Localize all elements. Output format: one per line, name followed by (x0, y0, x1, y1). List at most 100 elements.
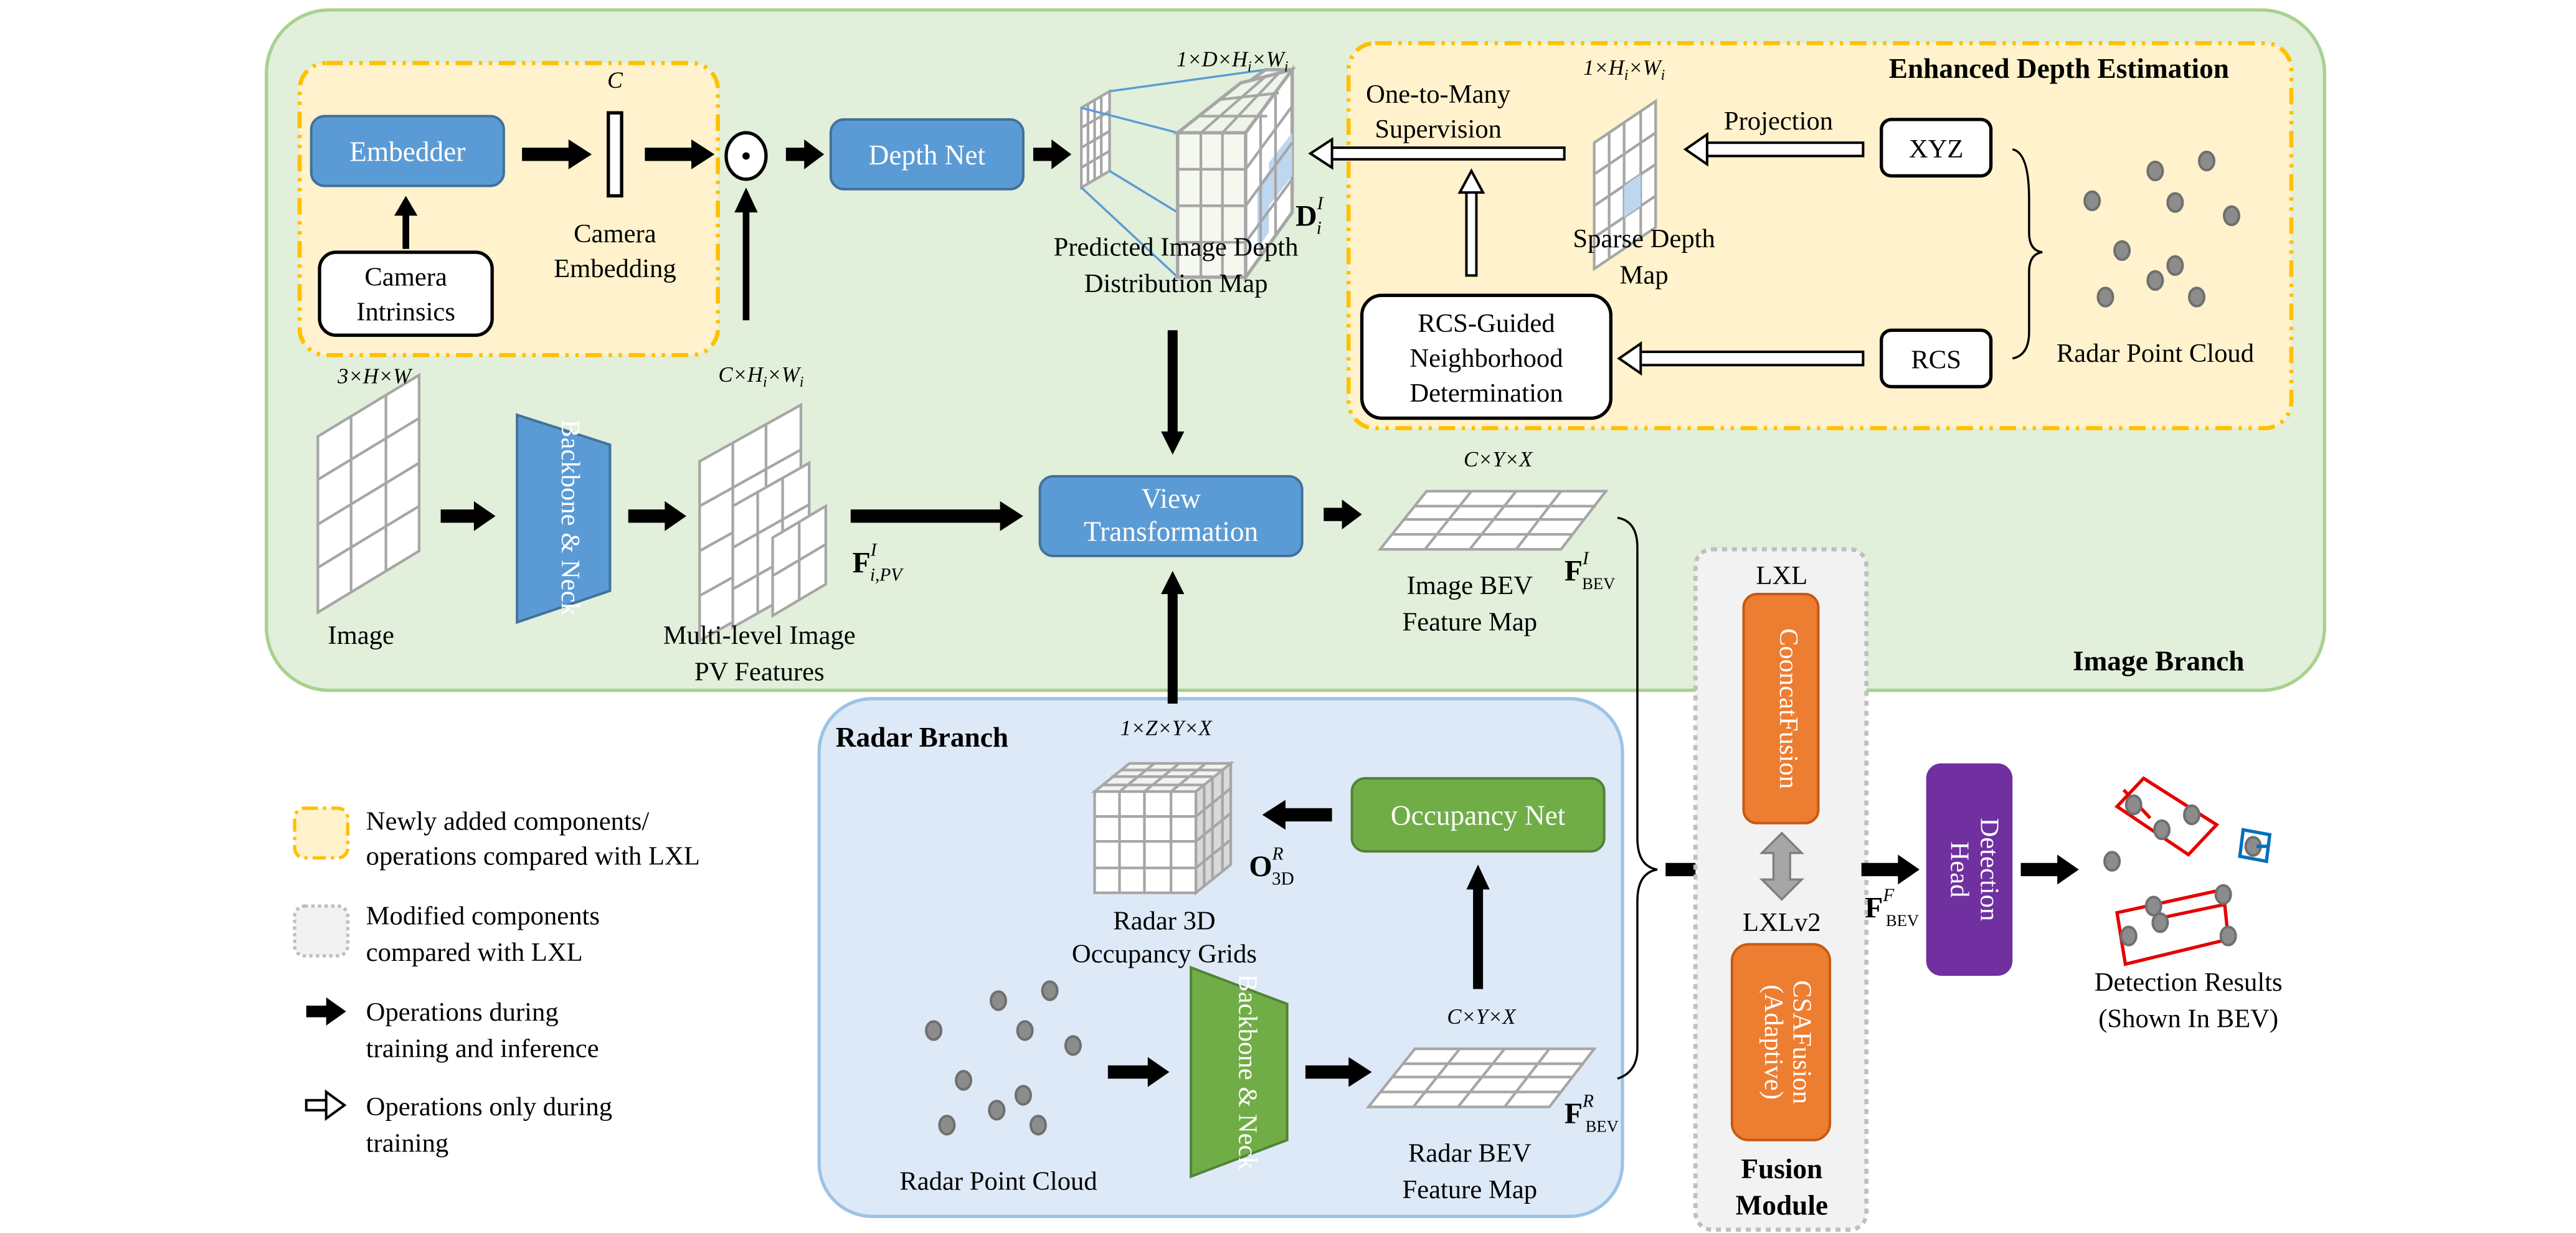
arrow-depthmap-to-viewtransform (1161, 330, 1185, 455)
legend-text-solid-1: Operations during (366, 998, 559, 1027)
csa-fusion-label-2: (Adaptive) (1759, 985, 1788, 1100)
embedder-block[interactable] (310, 115, 505, 187)
one-to-many-label-2: Supervision (1375, 115, 1502, 144)
legend-item-solid-arrow: Operations during training and inference (306, 997, 599, 1064)
occupancy-label-1: Radar 3D (1113, 906, 1216, 935)
legend-text-modified-2: compared with LXL (366, 938, 583, 967)
occupancy-label-2: Occupancy Grids (1072, 940, 1257, 969)
lxlv2-label: LXLv2 (1743, 908, 1821, 937)
fusion-module-title-2: Module (1736, 1190, 1828, 1221)
detection-head-label-1: Detection (1975, 818, 2004, 922)
embedding-dim-label: C (607, 68, 623, 93)
detected-car-box-2 (2115, 887, 2230, 966)
occupancy-net-block[interactable] (1350, 777, 1606, 853)
camera-intrinsics-label-1: Camera (364, 262, 447, 291)
occupancy-shape: 1×Z×Y×X (1120, 717, 1213, 740)
radar-input-brace (2012, 148, 2043, 360)
detection-results-bev (2103, 776, 2272, 966)
detection-head-block[interactable] (1926, 763, 2013, 976)
csa-fusion-block[interactable] (1730, 943, 1832, 1141)
input-image-grid (316, 372, 421, 615)
concat-fusion-label: CooncatFusion (1774, 628, 1803, 789)
radar-bev-grid (1365, 1047, 1598, 1108)
legend-item-new-components: Newly added components/ operations compa… (293, 806, 700, 871)
xyz-block[interactable] (1880, 118, 1993, 178)
hollow-arrow-rcs-to-neighborhood (1617, 341, 1865, 376)
rcs-guided-neighborhood-block[interactable] (1360, 293, 1612, 420)
arrow-fusion-to-head (1861, 854, 1920, 885)
enhanced-radar-point-cloud (2083, 150, 2240, 308)
arrow-viewtransform-to-bev (1324, 499, 1362, 530)
legend-text-new-2: operations compared with LXL (366, 841, 700, 871)
hollow-arrow-icon (305, 1089, 347, 1122)
depth-map-label-1: Predicted Image Depth (1054, 232, 1299, 262)
fusion-module-title-1: Fusion (1741, 1153, 1822, 1184)
hollow-arrow-neighborhood-to-supervision (1457, 168, 1485, 277)
occupancy-net-label: Occupancy Net (1391, 800, 1566, 831)
arrow-radar-backbone-to-bev (1305, 1057, 1372, 1087)
radar-point-cloud-points (925, 980, 1082, 1136)
legend-item-hollow-arrow: Operations only during training (305, 1089, 612, 1158)
image-bev-label-1: Image BEV (1407, 571, 1533, 600)
camera-intrinsics-block[interactable] (318, 250, 494, 337)
image-backbone-block[interactable] (516, 413, 612, 625)
detected-car-box-1 (2114, 776, 2220, 857)
arrow-occupancy-to-viewtransform (1161, 570, 1185, 704)
concat-fusion-block[interactable] (1742, 593, 1820, 824)
radar-bev-label-1: Radar BEV (1408, 1138, 1532, 1168)
camera-intrinsics-label-2: Intrinsics (356, 297, 455, 326)
detection-results-label-1: Detection Results (2095, 968, 2283, 997)
view-transformation-label-2: Transformation (1084, 516, 1258, 547)
input-image-shape: 3×H×W (337, 365, 413, 389)
arrow-pv-to-viewtransform (850, 501, 1023, 531)
rcs-guided-label-3: Determination (1409, 379, 1563, 408)
depth-net-block[interactable] (829, 118, 1025, 191)
legend-text-hollow-2: training (366, 1128, 449, 1158)
arrow-embedding-to-multiply (645, 139, 715, 169)
arrow-intrinsics-to-embedder (394, 196, 418, 249)
image-bev-shape: C×Y×X (1464, 448, 1533, 471)
rcs-block[interactable] (1880, 328, 1993, 389)
pv-features-label-2: PV Features (694, 658, 825, 687)
arrow-depthnet-to-depthmap (1033, 139, 1072, 169)
pv-features-grids (698, 402, 827, 643)
depth-distribution-frustum (1080, 64, 1297, 283)
image-branch-title: Image Branch (2073, 646, 2245, 677)
gray-dotted-box-icon (293, 904, 350, 958)
hollow-arrow-projection (1683, 132, 1865, 167)
bev-join-brace (1617, 516, 1658, 1080)
embedder-label: Embedder (349, 136, 465, 167)
radar-backbone-block[interactable] (1190, 965, 1289, 1179)
arrow-multiply-to-depthnet (785, 139, 825, 169)
arrow-head-to-results (2020, 854, 2079, 885)
legend-text-modified-1: Modified components (366, 901, 600, 930)
arrow-embedder-to-embedding (522, 139, 592, 169)
camera-embedding-vector (607, 111, 623, 198)
camera-embedding-label-1: Camera (574, 219, 656, 248)
lxl-label: LXL (1756, 561, 1807, 590)
input-image-label: Image (328, 621, 394, 650)
detection-results-label-2: (Shown In BEV) (2098, 1004, 2278, 1034)
depth-map-shape: 1×D×Hi×Wi (1177, 48, 1289, 75)
view-transformation-block[interactable] (1038, 475, 1304, 557)
legend-text-new-1: Newly added components/ (366, 806, 650, 836)
arrow-occnet-to-cube (1262, 800, 1332, 830)
radar-bev-label-2: Feature Map (1402, 1175, 1537, 1204)
sparse-depth-shape: 1×Hi×Wi (1583, 56, 1665, 83)
image-bev-label-2: Feature Map (1402, 608, 1537, 637)
sparse-depth-label-2: Map (1620, 261, 1669, 290)
hollow-arrow-supervision (1308, 137, 1566, 170)
pv-features-label-1: Multi-level Image (663, 621, 856, 650)
radar-point-cloud-label: Radar Point Cloud (899, 1167, 1097, 1196)
arrow-backbone-to-pv (628, 501, 686, 531)
elementwise-multiply-icon (724, 131, 768, 181)
radar-branch-title: Radar Branch (836, 722, 1008, 753)
xyz-label: XYZ (1909, 135, 1964, 164)
rcs-label: RCS (1911, 346, 1961, 375)
